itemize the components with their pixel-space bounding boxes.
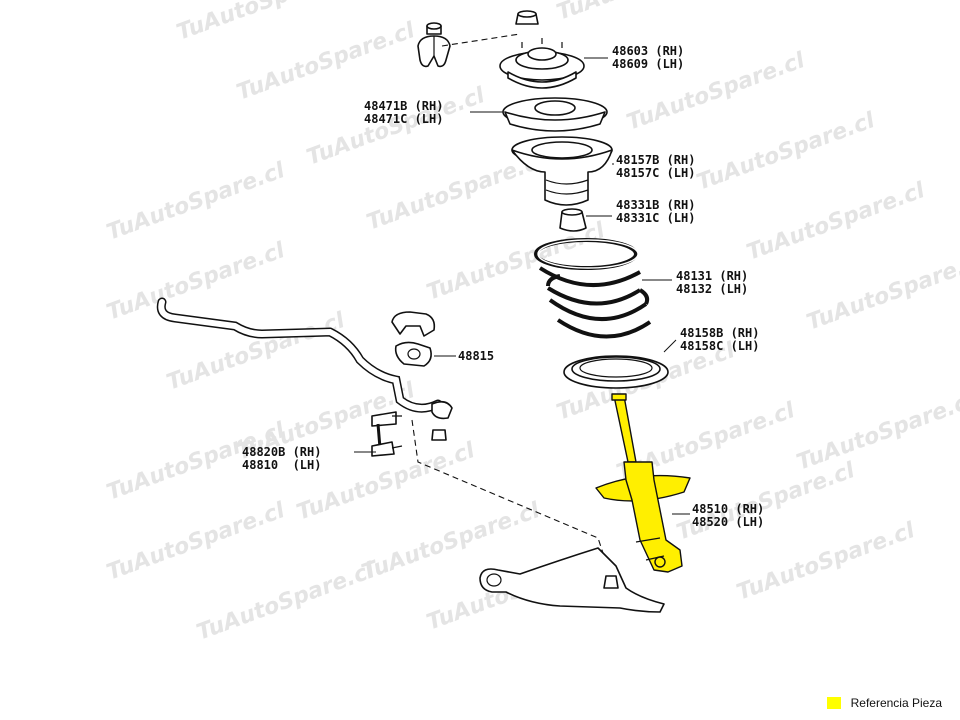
watermark: TuAutoSpare.cl	[174, 0, 359, 46]
legend-label: Referencia Pieza	[850, 696, 942, 710]
part-label-48157c-lh: 48157C (LH)	[616, 166, 695, 180]
watermark: TuAutoSpare.cl	[104, 498, 289, 586]
part-label-48132-lh: 48132 (LH)	[676, 282, 748, 296]
part-label-48471b-rh: 48471B (RH)	[364, 99, 443, 113]
legend: Referencia Pieza	[826, 696, 942, 710]
part-label-48331c-lh: 48331C (LH)	[616, 211, 695, 225]
part-label-48820b-rh: 48820B (RH)	[242, 445, 321, 459]
dust-boot-insulator	[511, 136, 613, 206]
watermark: TuAutoSpare.cl	[234, 18, 419, 106]
link-dashed-guide	[411, 419, 613, 581]
legend-swatch	[826, 697, 841, 709]
top-nut	[515, 10, 539, 25]
watermark: TuAutoSpare.cl	[554, 0, 739, 26]
watermark: TuAutoSpare.cl	[694, 108, 879, 196]
stabilizer-link	[371, 411, 403, 457]
part-label-48609-lh: 48609 (LH)	[612, 57, 684, 71]
leader-48158	[663, 339, 677, 353]
lower-spring-insulator	[563, 355, 669, 389]
part-labels: 48603 (RH) 48609 (LH) 48471B (RH) 48471C…	[242, 44, 764, 529]
upper-spring-seat	[502, 97, 608, 132]
part-label-48331b-rh: 48331B (RH)	[616, 198, 695, 212]
lower-suspension-arm	[479, 547, 665, 613]
part-label-48810-lh: 48810 (LH)	[242, 458, 321, 472]
watermark: TuAutoSpare.cl	[194, 558, 379, 646]
part-label-48471c-lh: 48471C (LH)	[364, 112, 443, 126]
part-label-48158c-lh: 48158C (LH)	[680, 339, 759, 353]
bump-stopper	[559, 208, 587, 232]
shock-rod	[613, 395, 637, 463]
stabilizer-bushing	[391, 311, 436, 367]
watermark: TuAutoSpare.cl	[104, 158, 289, 246]
watermark: TuAutoSpare.cl	[734, 518, 919, 606]
part-label-48510-rh: 48510 (RH)	[692, 502, 764, 516]
part-label-48603-rh: 48603 (RH)	[612, 44, 684, 58]
shock-body	[623, 461, 683, 573]
stabilizer-bar	[156, 297, 453, 441]
watermark: TuAutoSpare.cl	[424, 218, 609, 306]
part-label-48520-lh: 48520 (LH)	[692, 515, 764, 529]
watermark: TuAutoSpare.cl	[744, 178, 929, 266]
watermark: TuAutoSpare.cl	[794, 388, 960, 476]
shock-absorber	[595, 393, 691, 573]
upper-bracket	[417, 22, 451, 68]
part-label-48815: 48815	[458, 349, 494, 363]
bracket-dashed-guide	[441, 33, 521, 47]
watermark: TuAutoSpare.cl	[104, 238, 289, 326]
coil-spring	[534, 238, 652, 339]
watermark: TuAutoSpare.cl	[804, 248, 960, 336]
part-label-48131-rh: 48131 (RH)	[676, 269, 748, 283]
watermark: TuAutoSpare.cl	[304, 83, 489, 171]
part-label-48157b-rh: 48157B (RH)	[616, 153, 695, 167]
part-label-48158b-rh: 48158B (RH)	[680, 326, 759, 340]
upper-support-mount	[499, 38, 585, 89]
